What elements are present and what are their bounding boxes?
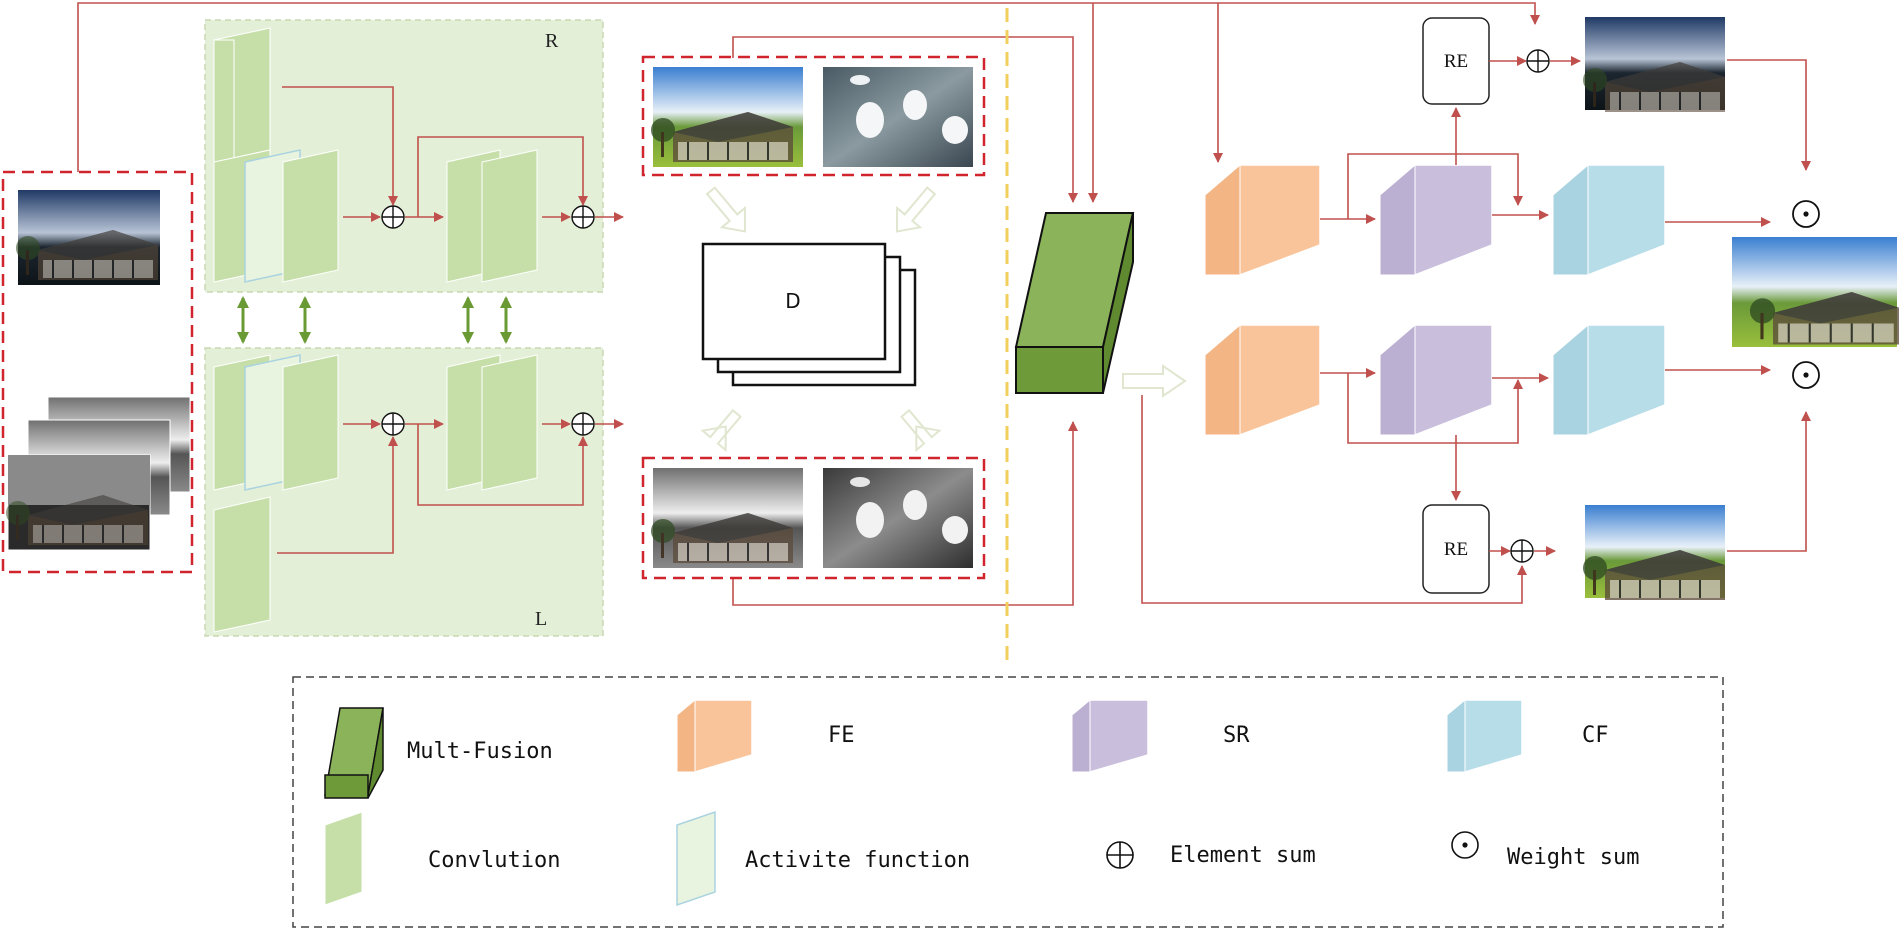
legend-convolution-swatch — [324, 811, 363, 906]
legend-sr-label: SR — [1223, 723, 1250, 748]
element-sum-icon — [381, 205, 405, 229]
discriminator-label: D — [785, 289, 800, 313]
legend-fe-swatch — [676, 698, 753, 773]
input-low-light-image — [15, 190, 160, 285]
r-conv-block-1 — [213, 27, 271, 163]
legend-activation-label: Activite function — [745, 848, 970, 873]
mult-fusion-block — [1014, 212, 1135, 394]
legend-box — [292, 676, 1724, 928]
r-conv-block-3 — [282, 149, 339, 283]
l-output-swan-image — [823, 468, 973, 568]
input-images-box — [1, 170, 194, 574]
legend-cf-label: CF — [1582, 723, 1609, 748]
re-bottom-output-image — [1582, 505, 1726, 601]
legend-mult-fusion-label: Mult-Fusion — [407, 739, 553, 764]
element-sum-icon — [381, 412, 405, 436]
sr-block-top — [1379, 163, 1493, 276]
decoder-connections — [1141, 56, 1811, 604]
re-block-top: RE — [1422, 17, 1490, 105]
l-branch-connections — [277, 419, 624, 554]
r-branch-connections — [282, 86, 624, 222]
branch-r-label: R — [545, 30, 559, 52]
branch-l-label: L — [535, 608, 547, 630]
element-sum-icon — [1510, 539, 1534, 563]
hollow-arrow-to-decoder — [1122, 364, 1187, 398]
element-sum-icon — [571, 412, 595, 436]
legend-weight-sum-label: Weight sum — [1507, 845, 1639, 870]
legend-element-sum-label: Element sum — [1170, 843, 1316, 868]
legend-convolution-label: Convlution — [428, 848, 560, 873]
weight-sum-dot — [1803, 211, 1809, 217]
legend-element-sum-icon — [1106, 841, 1134, 869]
fe-block-top — [1204, 163, 1321, 276]
shared-weight-arrows — [237, 296, 512, 344]
weight-sum-dot — [1803, 372, 1809, 378]
legend-activation-swatch — [676, 810, 716, 907]
legend-fe-label: FE — [828, 723, 855, 748]
element-sum-icon — [571, 205, 595, 229]
hollow-arrows-to-discriminator — [700, 186, 942, 453]
l-conv-block-3 — [213, 496, 271, 633]
re-bottom-label: RE — [1444, 539, 1468, 560]
discriminator-stack: D — [701, 242, 917, 387]
l-conv-block-2 — [282, 354, 339, 491]
l-conv-block-5 — [481, 354, 538, 491]
final-enhanced-image — [1732, 237, 1900, 347]
legend-sr-swatch — [1071, 698, 1149, 773]
cf-block-top — [1552, 163, 1666, 276]
legend-mult-fusion-swatch — [324, 707, 384, 799]
r-output-swan-image — [823, 67, 973, 167]
re-block-bottom: RE — [1422, 504, 1490, 594]
element-sum-icon — [1526, 49, 1550, 73]
re-top-output-image — [1582, 17, 1726, 113]
legend-cf-swatch — [1446, 698, 1523, 773]
r-conv-block-5 — [481, 149, 538, 283]
r-output-barn-image — [650, 67, 803, 167]
skip-connection-lines — [77, 2, 1540, 606]
cf-block-bottom — [1552, 323, 1666, 436]
sr-block-bottom — [1379, 323, 1493, 436]
r-output-images-box — [641, 55, 986, 177]
l-output-barn-image — [650, 468, 803, 568]
re-top-label: RE — [1444, 51, 1468, 72]
input-gray-image-stack — [5, 396, 191, 551]
fe-block-bottom — [1204, 323, 1321, 436]
l-output-images-box — [641, 456, 986, 580]
legend-weight-sum-icon — [1451, 831, 1479, 859]
